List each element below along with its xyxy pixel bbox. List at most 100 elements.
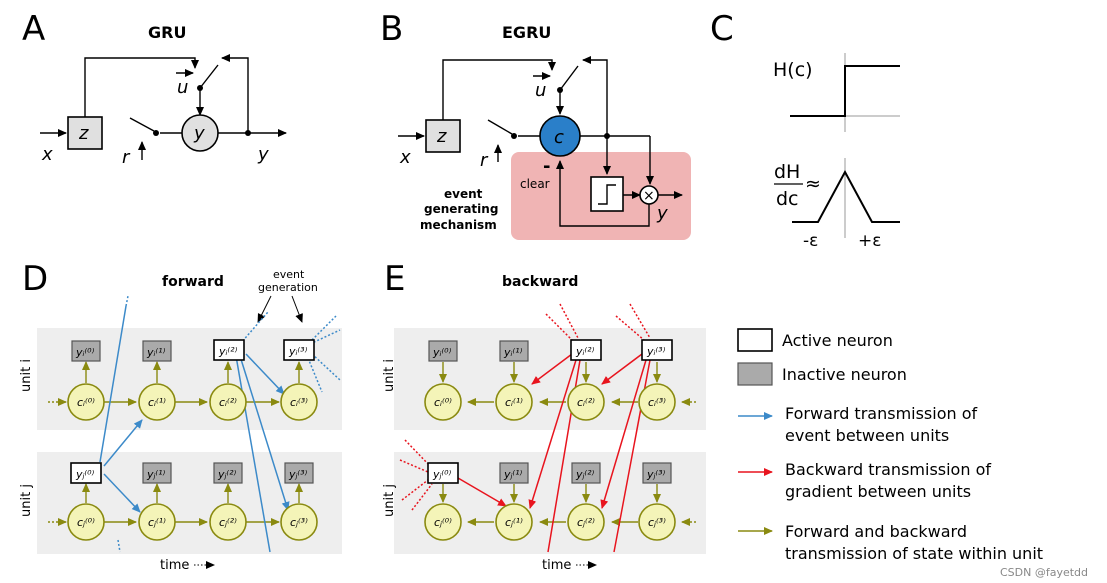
pos-eps-label: +ε [858, 231, 881, 251]
d-cj3-label: cⱼ⁽³⁾ [290, 516, 308, 529]
egru-x-label: x [399, 147, 411, 168]
d-yi1-node [142, 340, 172, 362]
panel-b: B EGRU x z u c × y - cle [380, 9, 691, 240]
egru-y-out-label: y [656, 203, 668, 224]
d-yj3-label: yⱼ⁽³⁾ [288, 468, 308, 481]
dh-label: dH [774, 161, 800, 183]
e-yi3-label: yᵢ⁽³⁾ [646, 345, 666, 358]
legend-backward-line-1: Backward transmission of [785, 460, 991, 479]
panel-a-letter: A [22, 9, 45, 49]
e-yi3-node [641, 339, 673, 361]
gru-x-label: x [41, 144, 53, 165]
d-ci0-label: cᵢ⁽⁰⁾ [77, 396, 95, 409]
e-cj0-label: cⱼ⁽⁰⁾ [434, 516, 452, 529]
panel-d-title: forward [162, 274, 224, 290]
e-yi2-label: yᵢ⁽²⁾ [575, 345, 595, 358]
d-yi0-node [71, 340, 101, 362]
legend-forward-line-1: Forward transmission of [785, 404, 978, 423]
e-yj3-label: yⱼ⁽³⁾ [646, 468, 666, 481]
panel-a-title: GRU [148, 23, 186, 42]
d-ci3-label: cᵢ⁽³⁾ [290, 396, 308, 409]
panel-c-letter: C [710, 9, 734, 49]
e-ci3-node [638, 383, 676, 421]
e-ci1-label: cᵢ⁽¹⁾ [505, 396, 523, 409]
d-ci3-node [280, 383, 318, 421]
e-yj1-node [499, 462, 529, 484]
legend: Active neuron Inactive neuron Forward tr… [737, 328, 1043, 563]
d-ci1-label: cᵢ⁽¹⁾ [148, 396, 166, 409]
d-yi1-label: yᵢ⁽¹⁾ [146, 346, 166, 359]
d-yj0-label: yⱼ⁽⁰⁾ [75, 468, 95, 481]
egru-z-label: z [436, 126, 447, 147]
d-time-label: time [160, 558, 189, 573]
gru-u-label: u [177, 77, 188, 98]
neg-eps-label: -ε [803, 231, 818, 251]
d-cj2-label: cⱼ⁽²⁾ [219, 516, 237, 529]
e-cj2-node [567, 503, 605, 541]
legend-active-swatch [737, 328, 773, 352]
e-cj2-label: cⱼ⁽²⁾ [577, 516, 595, 529]
legend-inactive-swatch [737, 362, 773, 386]
gru-y-node-label: y [193, 123, 205, 144]
dc-label: dc [776, 188, 799, 210]
d-yi2-label: yᵢ⁽²⁾ [218, 345, 238, 358]
d-yi2-node [213, 339, 245, 361]
e-yi1-label: yᵢ⁽¹⁾ [503, 346, 523, 359]
clear-minus: - [543, 156, 550, 177]
d-cj0-label: cⱼ⁽⁰⁾ [77, 516, 95, 529]
gru-z-label: z [78, 123, 89, 144]
legend-backward-line-2: gradient between units [785, 482, 971, 501]
gru-r-label: r [122, 147, 131, 168]
e-yi1-node [499, 340, 529, 362]
d-ci0-node [67, 383, 105, 421]
legend-state-line-1: Forward and backward [785, 522, 967, 541]
d-yj2-label: yⱼ⁽²⁾ [217, 468, 237, 481]
e-yj0-node [427, 462, 459, 484]
e-yj1-label: yⱼ⁽¹⁾ [503, 468, 523, 481]
d-cj0-node [67, 503, 105, 541]
e-yj2-label: yⱼ⁽²⁾ [575, 468, 595, 481]
d-unit-j-label: unit j [19, 484, 34, 517]
legend-state-line-2: transmission of state within unit [785, 544, 1043, 563]
egm-line-3: mechanism [420, 218, 497, 232]
panel-e: E backward unit i unit j time [382, 259, 706, 573]
d-ci1-node [138, 383, 176, 421]
e-cj3-node [638, 503, 676, 541]
e-yj0-label: yⱼ⁽⁰⁾ [432, 468, 452, 481]
d-yi0-label: yᵢ⁽⁰⁾ [75, 346, 95, 359]
e-yj3-node [642, 462, 672, 484]
egru-u-label: u [535, 80, 546, 101]
panel-a: A GRU x z u y y r [22, 9, 287, 168]
event-gen-line-2: generation [258, 281, 318, 294]
legend-forward-line-2: event between units [785, 426, 949, 445]
e-ci3-label: cᵢ⁽³⁾ [648, 396, 666, 409]
e-unit-i-label: unit i [382, 359, 397, 392]
panel-b-letter: B [380, 9, 403, 49]
d-yj0-node [70, 462, 102, 484]
e-cj1-label: cⱼ⁽¹⁾ [505, 516, 523, 529]
e-yi2-node [570, 339, 602, 361]
d-yi3-label: yᵢ⁽³⁾ [288, 345, 308, 358]
d-unit-i-label: unit i [19, 359, 34, 392]
e-cj0-node [424, 503, 462, 541]
e-ci0-node [424, 383, 462, 421]
d-cj3-node [280, 503, 318, 541]
panel-b-title: EGRU [502, 23, 551, 42]
heaviside-label: H(c) [773, 59, 813, 81]
d-yj2-node [213, 462, 243, 484]
d-yj1-node [142, 462, 172, 484]
d-yj3-node [284, 462, 314, 484]
panel-e-letter: E [384, 259, 405, 299]
e-ci1-node [495, 383, 533, 421]
d-cj1-node [138, 503, 176, 541]
egm-line-1: event [444, 187, 483, 201]
egru-c-node-label: c [554, 127, 564, 148]
e-cj3-label: cⱼ⁽³⁾ [648, 516, 666, 529]
approx-label: ≈ [805, 173, 821, 195]
multiply-icon: × [643, 188, 655, 204]
clear-label: clear [520, 177, 550, 191]
egru-r-label: r [480, 150, 489, 171]
panel-d: D forward event generation unit i unit j… [19, 259, 342, 573]
e-unit-j-label: unit j [382, 484, 397, 517]
